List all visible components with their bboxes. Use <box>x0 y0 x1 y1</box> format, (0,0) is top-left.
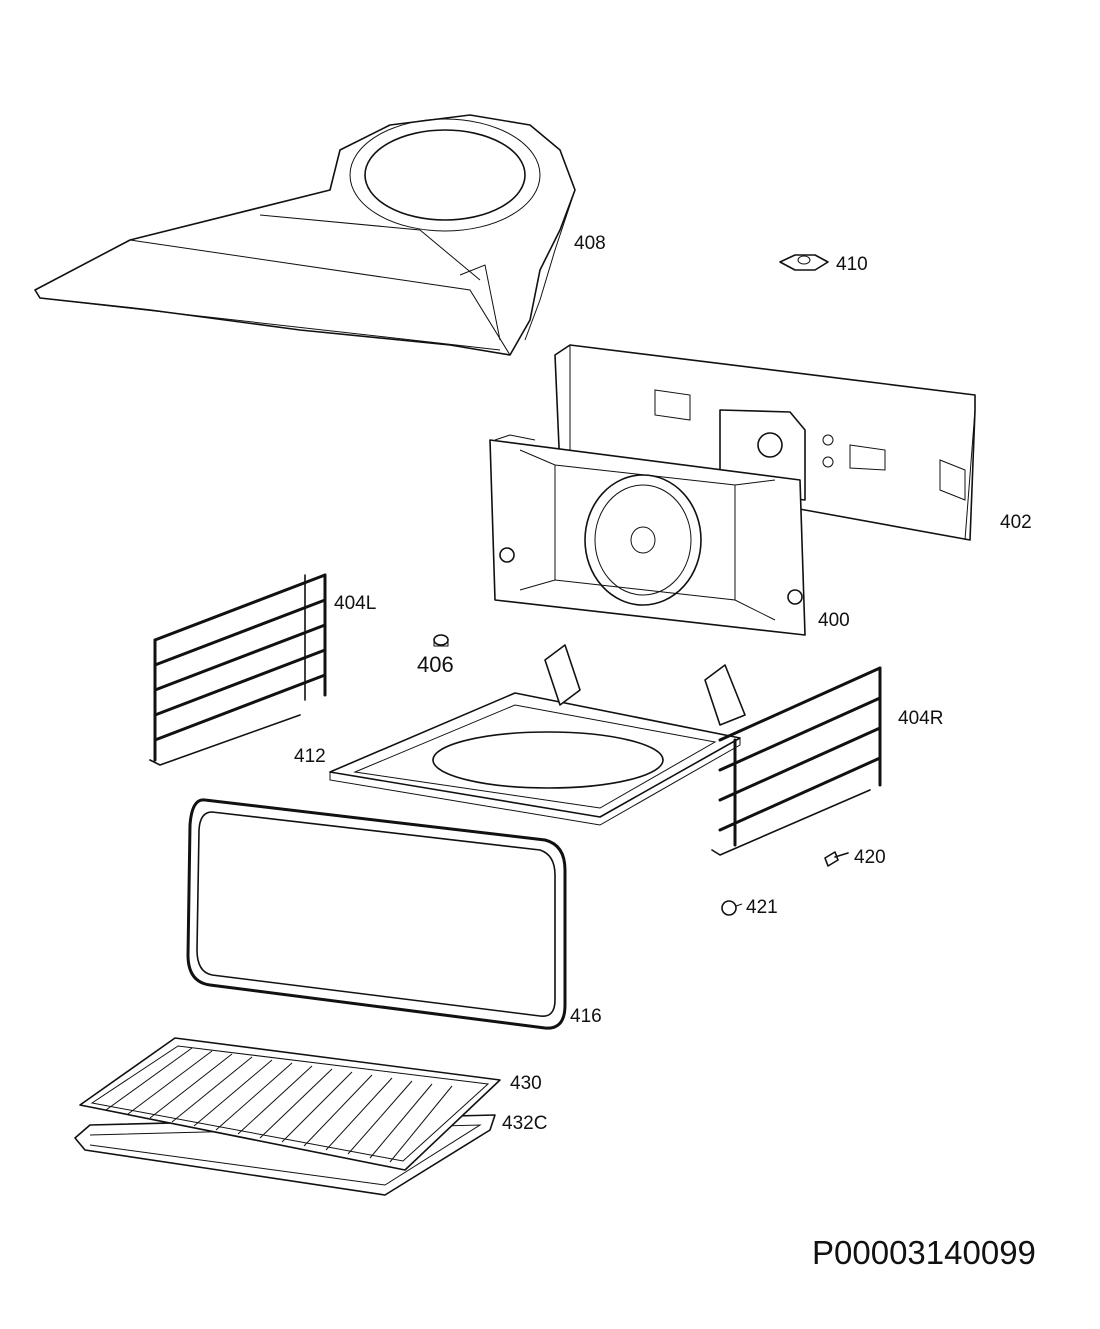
callout-420: 420 <box>854 847 886 868</box>
callout-416: 416 <box>570 1006 602 1027</box>
part-410-bracket <box>779 254 829 271</box>
part-406-plug <box>433 634 449 647</box>
part-412-bottom-frame <box>329 644 746 826</box>
callout-410: 410 <box>836 254 868 275</box>
callout-404L: 404L <box>334 593 377 614</box>
part-430-wire-grid <box>79 1037 501 1171</box>
callout-412: 412 <box>294 746 326 767</box>
part-416-door-seal <box>186 798 567 1030</box>
part-408-fan-cover <box>34 114 576 356</box>
callout-430: 430 <box>510 1073 542 1094</box>
part-421-nut <box>721 900 743 916</box>
callout-432C: 432C <box>502 1113 548 1134</box>
drawing-code: P00003140099 <box>812 1234 1036 1271</box>
part-404L-left-shelf-rack <box>149 573 327 766</box>
part-404R-right-shelf-rack <box>711 666 882 856</box>
callout-408: 408 <box>574 233 606 254</box>
callout-406: 406 <box>417 652 454 677</box>
part-420-screw <box>824 851 849 867</box>
part-400-fan-panel <box>489 434 806 636</box>
callout-421: 421 <box>746 897 778 918</box>
callout-404R: 404R <box>898 708 944 729</box>
callout-402: 402 <box>1000 512 1032 533</box>
callout-400: 400 <box>818 610 850 631</box>
